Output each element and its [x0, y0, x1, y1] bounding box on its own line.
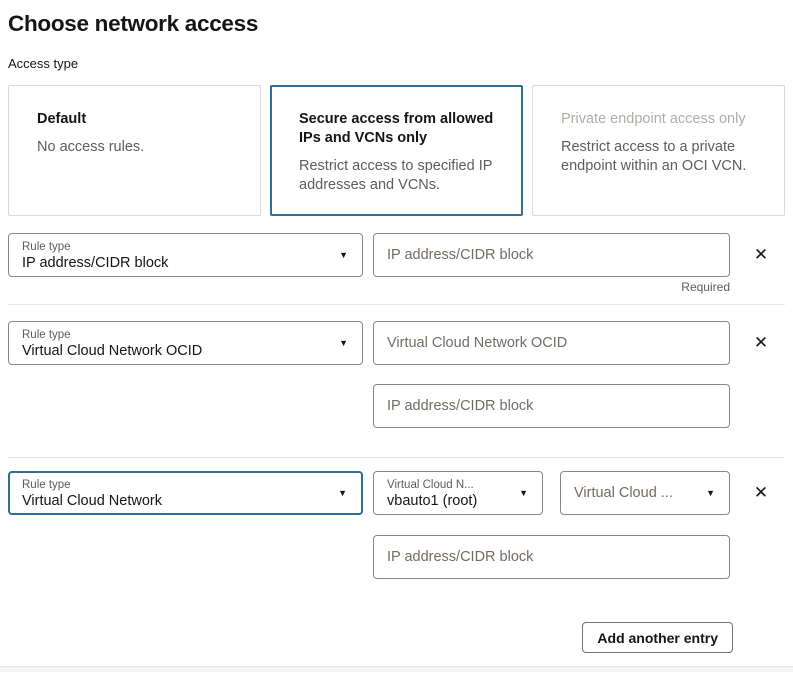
rule-type-label: Rule type: [22, 329, 71, 341]
row-divider: [8, 457, 785, 458]
vcn-select-placeholder: Virtual Cloud ...: [574, 485, 673, 501]
vcn-select-label: Virtual Cloud N...: [387, 479, 474, 491]
row-divider: [8, 304, 785, 305]
close-icon: ✕: [753, 245, 769, 264]
access-type-cards: Default No access rules. Secure access f…: [8, 85, 785, 216]
close-icon: ✕: [753, 333, 769, 352]
access-card-description: Restrict access to specified IP addresse…: [299, 158, 493, 193]
access-card-secure-access[interactable]: Secure access from allowed IPs and VCNs …: [270, 85, 523, 216]
chevron-down-icon: ▼: [339, 250, 348, 260]
access-type-label: Access type: [8, 56, 79, 71]
panel-footer-divider: [0, 666, 793, 672]
rule-type-select[interactable]: Rule type Virtual Cloud Network OCID ▼: [8, 321, 363, 365]
vcn-select[interactable]: Virtual Cloud ... ▼: [560, 471, 730, 515]
access-card-description: Restrict access to a private endpoint wi…: [561, 139, 747, 174]
remove-entry-button[interactable]: ✕: [745, 321, 777, 365]
remove-entry-button[interactable]: ✕: [745, 233, 777, 277]
rule-row: Rule type IP address/CIDR block ▼ Requir…: [8, 233, 785, 294]
rule-type-value: Virtual Cloud Network OCID: [22, 343, 203, 359]
rule-row: Rule type Virtual Cloud Network ▼ Virtua…: [8, 471, 785, 579]
add-another-entry-button[interactable]: Add another entry: [582, 622, 733, 653]
ip-cidr-input[interactable]: [373, 233, 730, 277]
access-card-private-endpoint: Private endpoint access only Restrict ac…: [532, 85, 785, 216]
vcn-ocid-input[interactable]: [373, 321, 730, 365]
chevron-down-icon: ▼: [339, 338, 348, 348]
access-card-default[interactable]: Default No access rules.: [8, 85, 261, 216]
access-card-description: No access rules.: [37, 139, 145, 155]
access-card-title: Default: [37, 111, 87, 127]
access-card-title: Private endpoint access only: [561, 111, 746, 127]
vcn-select-value: vbauto1 (root): [387, 493, 478, 509]
rule-row: Rule type Virtual Cloud Network OCID ▼ ✕: [8, 321, 785, 428]
rule-type-value: IP address/CIDR block: [22, 255, 169, 271]
ip-cidr-input[interactable]: [373, 384, 730, 428]
access-card-title: Secure access from allowed IPs and VCNs …: [299, 111, 494, 146]
vcn-compartment-select[interactable]: Virtual Cloud N... vbauto1 (root) ▼: [373, 471, 543, 515]
ip-cidr-input[interactable]: [373, 535, 730, 579]
actions-row: Add another entry: [8, 622, 785, 653]
rule-type-value: Virtual Cloud Network: [22, 493, 162, 509]
rule-type-select[interactable]: Rule type Virtual Cloud Network ▼: [8, 471, 363, 515]
choose-network-access-panel: Choose network access Access type Defaul…: [8, 11, 785, 653]
close-icon: ✕: [753, 483, 769, 502]
chevron-down-icon: ▼: [706, 488, 715, 498]
page-title: Choose network access: [8, 11, 259, 36]
rule-type-label: Rule type: [22, 241, 71, 253]
chevron-down-icon: ▼: [338, 488, 347, 498]
rule-type-select[interactable]: Rule type IP address/CIDR block ▼: [8, 233, 363, 277]
remove-entry-button[interactable]: ✕: [745, 471, 777, 515]
chevron-down-icon: ▼: [519, 488, 528, 498]
rule-type-label: Rule type: [22, 479, 71, 491]
required-hint: Required: [681, 280, 730, 294]
